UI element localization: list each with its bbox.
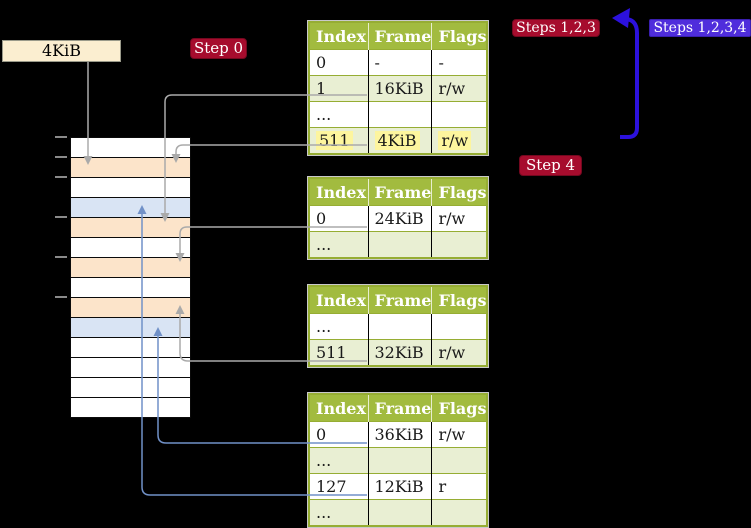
table-row: 0-- xyxy=(309,49,488,76)
table-cell: r/w xyxy=(431,339,488,366)
memory-row-table xyxy=(71,258,190,278)
column-header-flags: Flags xyxy=(431,394,488,422)
memory-row-free xyxy=(71,378,190,398)
memory-row-free xyxy=(71,398,190,417)
memory-row-free xyxy=(71,238,190,258)
table-cell: r/w xyxy=(431,127,488,154)
table-cell: 4KiB xyxy=(367,127,432,154)
column-header-index: Index xyxy=(309,394,368,422)
table-row: ... xyxy=(309,231,488,258)
highlighted-value: 4KiB xyxy=(374,131,420,150)
table-cell: r/w xyxy=(431,75,488,102)
table-cell: 1 xyxy=(309,75,368,102)
memory-row-free xyxy=(71,178,190,198)
badge-step-0: Step 0 xyxy=(190,38,247,59)
table-row: ... xyxy=(309,101,488,128)
table-cell xyxy=(367,313,432,340)
table-cell xyxy=(431,499,488,526)
badge-steps-1-2-3: Steps 1,2,3 xyxy=(512,19,600,37)
memory-row-free xyxy=(71,278,190,298)
table-cell: 0 xyxy=(309,421,368,448)
memory-row-table xyxy=(71,298,190,318)
table-row: ... xyxy=(309,447,488,474)
table-cell: ... xyxy=(309,101,368,128)
table-cell: 32KiB xyxy=(367,339,432,366)
table-cell: ... xyxy=(309,231,368,258)
physical-memory-column xyxy=(70,137,191,418)
table-cell: 16KiB xyxy=(367,75,432,102)
table-cell: 0 xyxy=(309,49,368,76)
memory-row-page xyxy=(71,198,190,218)
table-cell: - xyxy=(431,49,488,76)
steps-loop-arrowhead xyxy=(612,8,630,28)
table-cell: r xyxy=(431,473,488,500)
table-cell: r/w xyxy=(431,205,488,232)
column-header-frame: Frame xyxy=(367,394,432,422)
table-cell: ... xyxy=(309,499,368,526)
memory-address-ticks xyxy=(55,136,67,298)
table-row: ... xyxy=(309,499,488,526)
highlighted-value: 511 xyxy=(316,131,353,150)
table-cell xyxy=(431,231,488,258)
column-header-index: Index xyxy=(309,286,368,314)
memory-row-free xyxy=(71,138,190,158)
column-header-index: Index xyxy=(309,178,368,206)
memory-row-table xyxy=(71,158,190,178)
table-cell: 36KiB xyxy=(367,421,432,448)
table-cell: 511 xyxy=(309,127,368,154)
table-cell: 127 xyxy=(309,473,368,500)
table-cell xyxy=(367,101,432,128)
table-cell: ... xyxy=(309,313,368,340)
memory-row-free xyxy=(71,358,190,378)
memory-row-page xyxy=(71,318,190,338)
table-cell: 0 xyxy=(309,205,368,232)
memory-row-table xyxy=(71,218,190,238)
table-row: ... xyxy=(309,313,488,340)
column-header-frame: Frame xyxy=(367,286,432,314)
table-cell: r/w xyxy=(431,421,488,448)
table-cell xyxy=(431,101,488,128)
frame-size-label: 4KiB xyxy=(2,40,121,62)
steps-loop-arrow xyxy=(620,17,639,139)
memory-row-free xyxy=(71,338,190,358)
table-cell xyxy=(367,447,432,474)
column-header-index: Index xyxy=(309,22,368,50)
highlighted-value: r/w xyxy=(438,131,472,150)
table-cell: ... xyxy=(309,447,368,474)
column-header-frame: Frame xyxy=(367,22,432,50)
table-row: 511 4KiB r/w xyxy=(309,127,488,154)
column-header-flags: Flags xyxy=(431,178,488,206)
table-cell: 24KiB xyxy=(367,205,432,232)
table-cell: 511 xyxy=(309,339,368,366)
table-cell: - xyxy=(367,49,432,76)
badge-step-4: Step 4 xyxy=(519,155,582,176)
column-header-flags: Flags xyxy=(431,22,488,50)
table-cell: 12KiB xyxy=(367,473,432,500)
badge-steps-1-2-3-4: Steps 1,2,3,4 xyxy=(649,19,751,37)
table-cell xyxy=(367,231,432,258)
table-cell xyxy=(431,447,488,474)
table-cell xyxy=(431,313,488,340)
column-header-flags: Flags xyxy=(431,286,488,314)
table-cell xyxy=(367,499,432,526)
column-header-frame: Frame xyxy=(367,178,432,206)
